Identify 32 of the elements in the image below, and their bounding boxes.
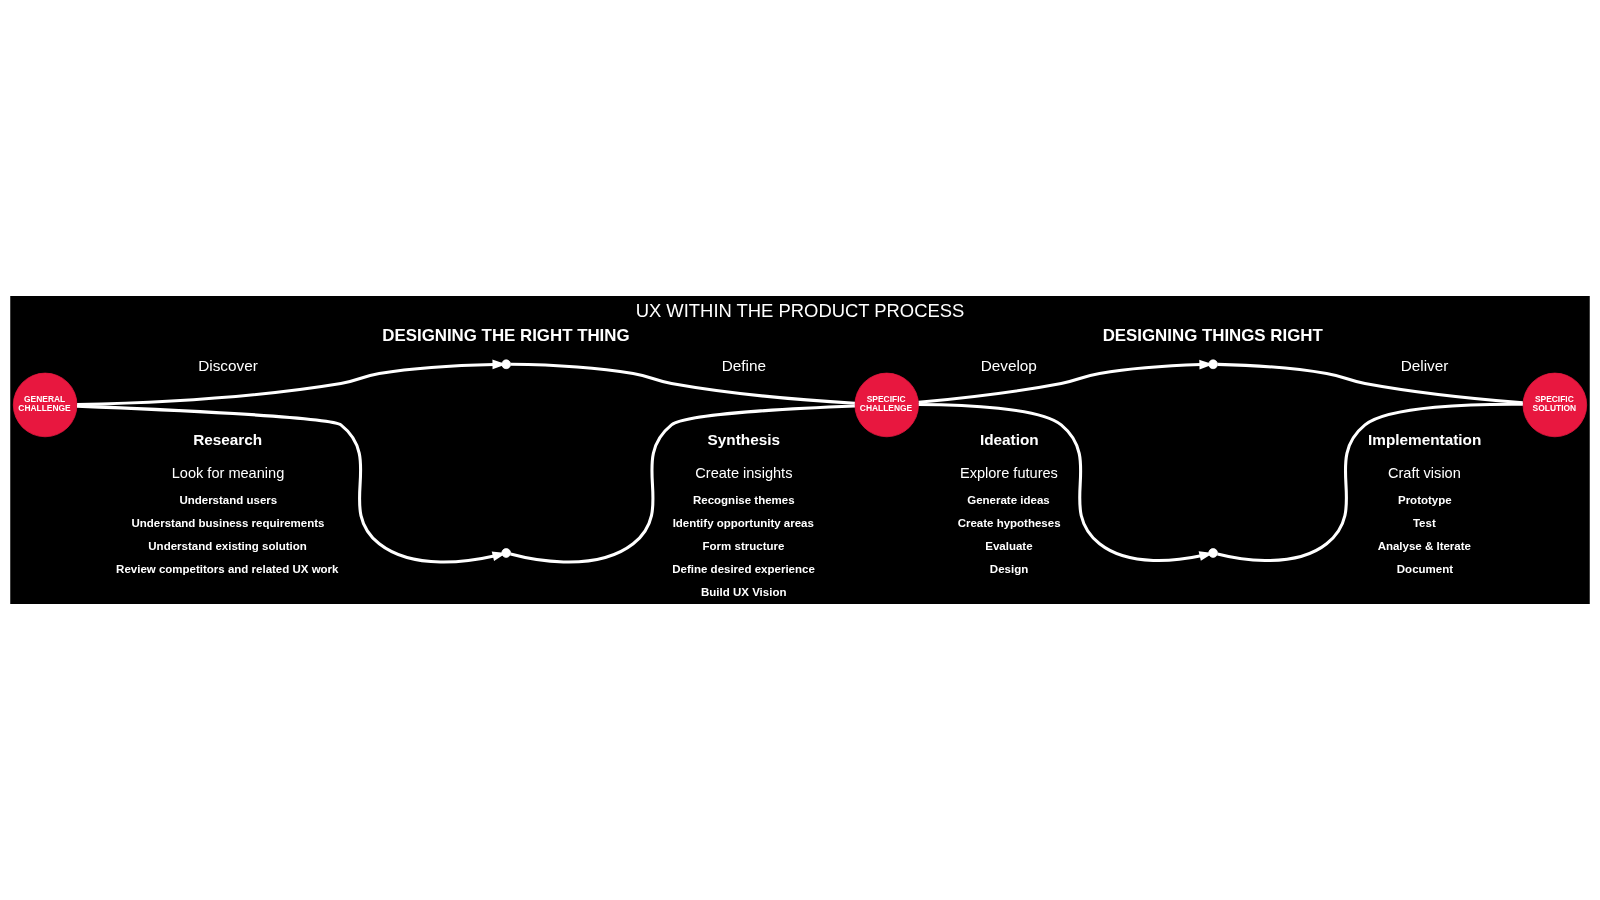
label: Form structure [702, 540, 785, 553]
label: Define desired experience [672, 563, 815, 576]
label: Generate ideas [967, 494, 1050, 507]
label: Test [1412, 517, 1436, 530]
label: Create hypotheses [957, 517, 1061, 530]
label: Create insights [695, 465, 793, 482]
label: Design [989, 563, 1029, 576]
label: Develop [980, 357, 1037, 375]
label: Discover [198, 357, 258, 375]
label: Identify opportunity areas [672, 517, 814, 530]
label: Research [193, 430, 263, 448]
label: Look for meaning [171, 465, 285, 482]
label: Analyse & Iterate [1377, 540, 1471, 553]
label: Deliver [1400, 357, 1449, 375]
label: Document [1396, 563, 1454, 576]
label: DESIGNING THE RIGHT THING [382, 325, 630, 345]
label: Ideation [979, 430, 1039, 448]
label: Understand business requirements [131, 517, 325, 530]
label: Evaluate [985, 540, 1033, 553]
diagram-title: UX WITHIN THE PRODUCT PROCESS [635, 299, 965, 321]
label: DESIGNING THINGS RIGHT [1102, 325, 1323, 345]
label: Recognise themes [692, 494, 795, 507]
label: Synthesis [707, 430, 780, 448]
label: Understand users [179, 494, 278, 507]
label: Explore futures [959, 465, 1058, 482]
label: Craft vision [1388, 465, 1461, 482]
label: Review competitors and related UX work [116, 563, 339, 576]
label: Build UX Vision [701, 586, 787, 599]
label: Understand existing solution [148, 540, 307, 553]
label: Prototype [1397, 494, 1452, 507]
label: Define [721, 357, 767, 375]
label: Implementation [1368, 430, 1482, 448]
